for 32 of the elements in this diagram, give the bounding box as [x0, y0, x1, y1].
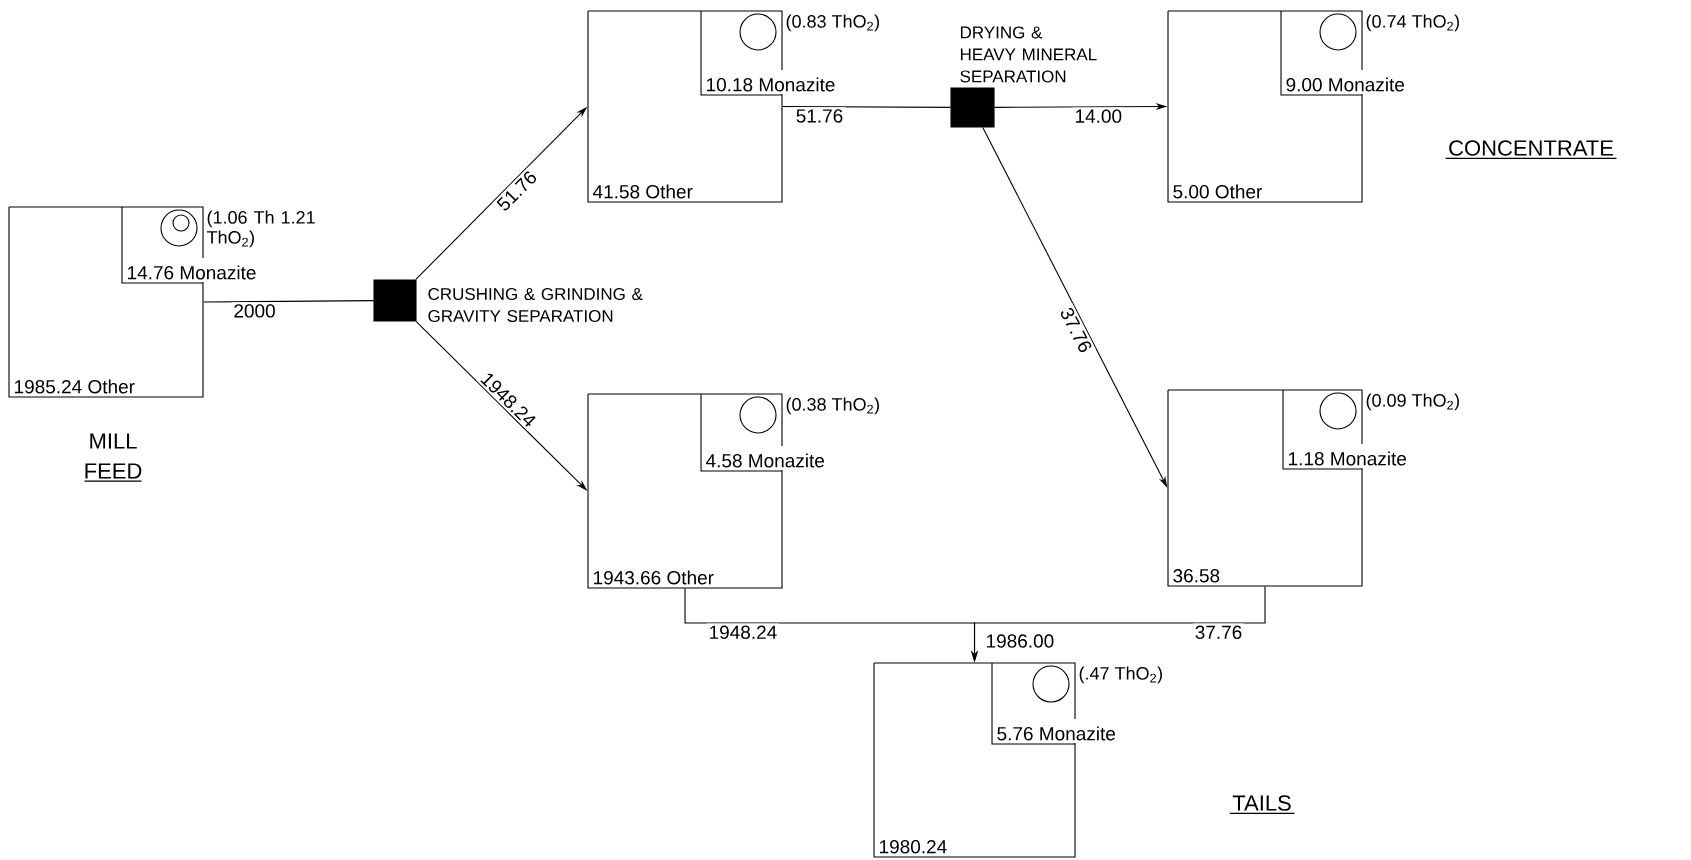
- circle-symbol: [739, 13, 777, 51]
- stream-label: TAILS: [1229, 795, 1295, 814]
- circle-symbol: [1032, 665, 1070, 703]
- annotation-text: (0.74 ThO$_{2}$): [1366, 14, 1459, 32]
- annotation-text: (0.38 ThO$_{2}$): [786, 397, 879, 415]
- circle-symbol: [1319, 13, 1357, 51]
- monazite-label: 9.00 Monazite: [1286, 77, 1405, 92]
- monazite-label: 5.76 Monazite: [997, 726, 1116, 741]
- flow-line: [782, 105, 951, 108]
- annotation-text: (.47 ThO$_{2}$): [1079, 666, 1162, 684]
- circle-symbol: [1319, 392, 1357, 430]
- process-label: CRUSHING & GRINDING & GRAVITY SEPARATION: [428, 288, 643, 323]
- monazite-label: 10.18 Monazite: [707, 77, 835, 92]
- flow-line: [203, 300, 374, 303]
- flow-label: 14.00: [1072, 107, 1125, 125]
- flow-label: 1986.00: [987, 634, 1054, 648]
- monazite-label: 14.76 Monazite: [128, 265, 256, 280]
- stream-label: MILL FEED: [83, 433, 143, 482]
- stream-label: CONCENTRATE: [1445, 140, 1618, 159]
- flow-label: 37.76: [1056, 303, 1096, 357]
- process-square: [373, 279, 417, 322]
- circle-symbol: [160, 209, 198, 247]
- monazite-label: 4.58 Monazite: [706, 453, 825, 468]
- annotation-text: (0.09 ThO$_{2}$): [1366, 393, 1459, 411]
- flow-label: 51.76: [793, 107, 846, 125]
- circle-symbol: [739, 396, 777, 434]
- flow-label: 2000: [231, 302, 278, 320]
- annotation-text: (1.06 Th 1.21 ThO$_{2}$): [206, 210, 315, 248]
- annotation-text: (0.83 ThO$_{2}$): [786, 14, 879, 32]
- process-square: [950, 87, 995, 128]
- process-label: DRYING & HEAVY MINERAL SEPARATION: [960, 26, 1097, 83]
- monazite-label: 1.18 Monazite: [1289, 451, 1407, 466]
